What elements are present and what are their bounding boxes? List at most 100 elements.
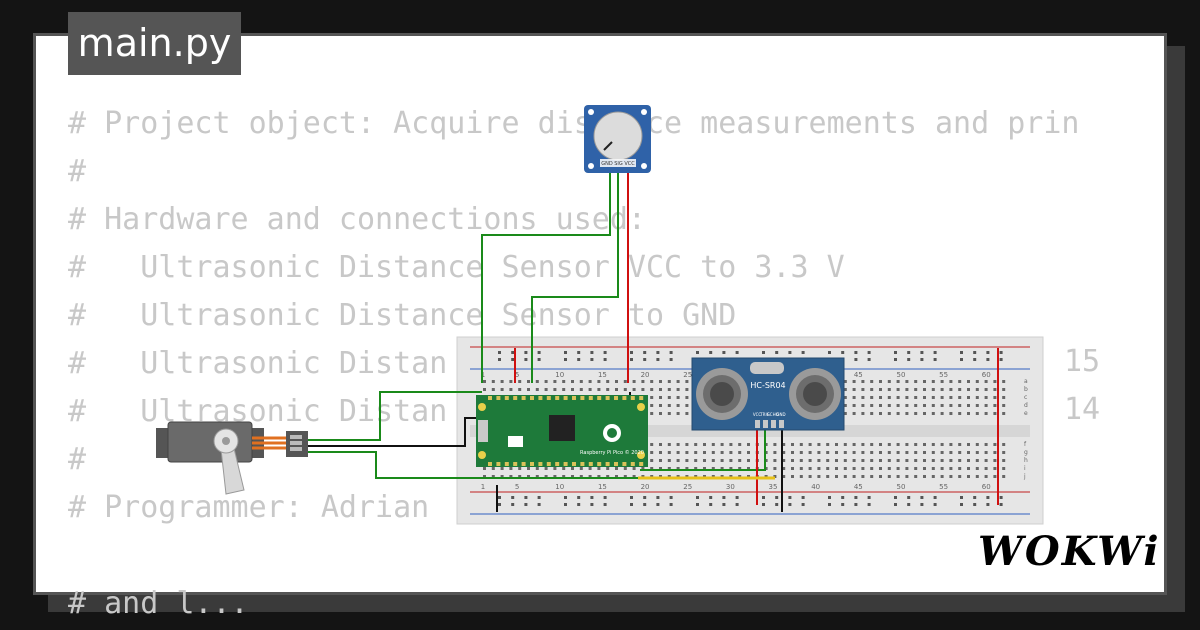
servo-motor[interactable] [156,421,308,495]
terminal-hole [967,467,970,470]
file-tab[interactable]: main.py [68,12,241,75]
terminal-hole [817,459,821,462]
terminal-hole [879,396,882,399]
code-line: # Programmer: Adrian [68,490,430,525]
terminal-hole [685,396,689,399]
terminal-hole [729,459,733,462]
terminal-hole [579,475,583,478]
pico-pin [597,462,602,466]
terminal-hole [694,459,698,462]
terminal-hole [949,451,953,454]
terminal-hole [544,467,548,470]
line-fragment-14: 14 [1064,392,1101,427]
code-editor: # Project object: Acquire distance measu… [68,100,1079,628]
rail-hole [656,358,660,361]
terminal-hole [817,443,821,446]
terminal-hole [940,380,944,383]
terminal-hole [896,388,900,391]
rail-hole [564,358,567,361]
terminal-hole [667,443,671,446]
rail-hole [537,351,541,354]
rail-hole [656,496,660,499]
terminal-hole [975,443,979,446]
terminal-hole [940,388,944,391]
rail-hole [828,351,831,354]
rail-hole [590,496,594,499]
code-line: # Ultrasonic Distance Sensor VCC to 3.3 … [68,250,845,285]
pico-pin [622,396,627,400]
terminal-hole [483,467,486,470]
terminal-hole [923,412,926,415]
terminal-hole [923,475,926,478]
raspberry-pi-pico[interactable]: Raspberry Pi Pico © 2020 [476,395,648,467]
pico-pins [488,396,644,466]
pico-pin [563,396,568,400]
rail-hole [867,358,871,361]
terminal-hole [773,443,777,446]
terminal-hole [676,467,680,470]
terminal-hole [720,451,724,454]
terminal-hole [667,467,671,470]
breadboard-column-number: 35 [769,483,778,491]
terminal-hole [975,451,979,454]
rail-hole [973,496,977,499]
potentiometer[interactable]: GND SIG VCC [584,105,651,173]
rail-hole [775,351,779,354]
terminal-hole [896,396,900,399]
breadboard-row-letter: a [1024,378,1028,385]
sensor-pin [779,420,784,428]
pico-pin [605,396,610,400]
terminal-hole [887,388,891,391]
rail-hole [498,496,501,499]
terminal-hole [958,475,962,478]
breadboard-column-number: 30 [726,483,735,491]
terminal-hole [887,412,891,415]
wires[interactable] [305,170,999,512]
terminal-hole [940,396,944,399]
rail-hole [722,503,726,506]
terminal-hole [483,475,486,478]
terminal-hole [914,443,918,446]
terminal-hole [588,467,592,470]
terminal-hole [623,467,627,470]
terminal-hole [975,396,979,399]
terminal-hole [579,388,583,391]
pico-pin [614,396,618,400]
terminal-hole [791,459,794,462]
terminal-hole [817,467,821,470]
terminal-hole [791,443,794,446]
terminal-hole [984,451,988,454]
terminal-hole [509,475,513,478]
terminal-hole [597,475,601,478]
terminal-hole [835,467,838,470]
terminal-hole [931,388,935,391]
terminal-hole [623,388,627,391]
terminal-hole [773,459,777,462]
terminal-hole [975,380,979,383]
terminal-hole [949,443,953,446]
terminal-hole [606,388,610,391]
rail-hole [960,496,963,499]
terminal-hole [606,380,610,383]
terminal-hole [632,467,636,470]
sensor-pin-label: GND [776,412,785,417]
rail-hole [709,351,713,354]
terminal-hole [993,467,997,470]
terminal-hole [544,388,548,391]
terminal-hole [861,467,865,470]
pico-pin [538,462,543,466]
terminal-hole [843,412,847,415]
terminal-hole [887,380,891,383]
breadboard-column-number: 20 [641,371,650,379]
pico-pin [630,462,635,466]
rail-hole [907,496,911,499]
terminal-hole [694,467,698,470]
terminal-hole [491,388,495,391]
terminal-hole [940,451,944,454]
rail-hole [986,496,990,499]
breadboard-column-number: 25 [683,371,692,379]
terminal-hole [597,380,601,383]
rail-hole [511,351,515,354]
